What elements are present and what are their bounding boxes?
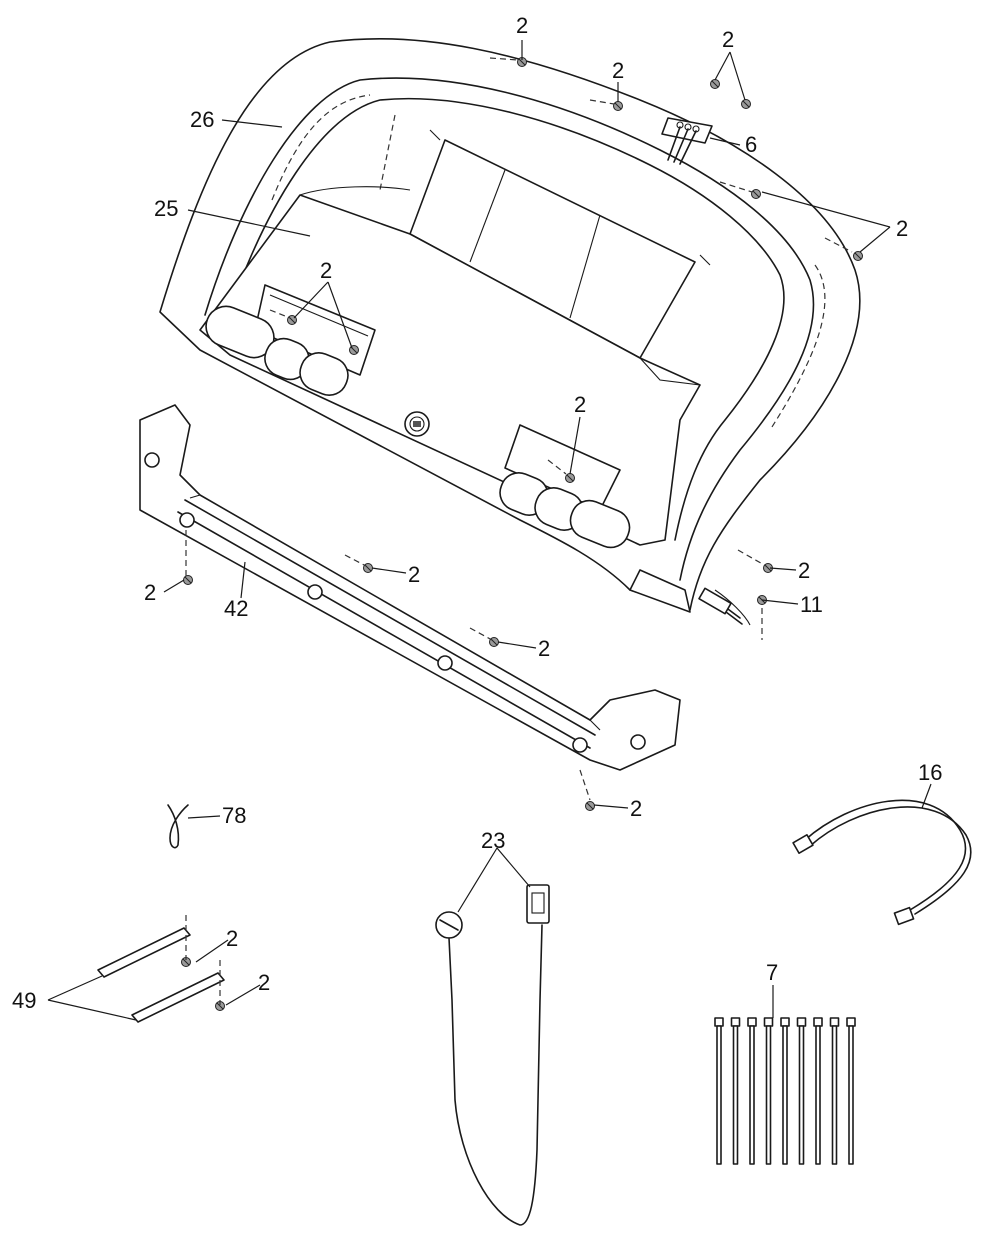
screw-icon (183, 575, 193, 585)
callout-11: 11 (800, 592, 823, 617)
callout-26: 26 (190, 107, 214, 132)
bottom-bracket (139, 404, 681, 771)
screw-icon (585, 801, 595, 811)
callout-2: 2 (320, 258, 332, 283)
rail-strips (97, 927, 225, 1023)
screw-icon (741, 99, 751, 109)
console-frame (159, 37, 861, 613)
callout-2: 2 (538, 636, 550, 661)
callout-2: 2 (144, 580, 156, 605)
cable-tie (846, 1017, 856, 1165)
callouts: 2 2 2 6 26 25 2 2 2 2 11 2 42 2 2 2 78 2… (12, 13, 942, 1013)
callout-16: 16 (918, 760, 942, 785)
callout-2: 2 (258, 970, 270, 995)
callout-2: 2 (226, 926, 238, 951)
screw-icon (349, 345, 359, 355)
left-grip (205, 305, 349, 396)
screw-icon (751, 189, 761, 199)
callout-2: 2 (630, 796, 642, 821)
screw-icon (517, 57, 527, 67)
callout-2: 2 (612, 58, 624, 83)
wire-loop (167, 804, 189, 849)
callout-2: 2 (896, 216, 908, 241)
callout-6: 6 (745, 132, 757, 157)
callout-78: 78 (222, 803, 246, 828)
screw-icon (565, 473, 575, 483)
cable-tie (780, 1017, 790, 1165)
safety-key (435, 884, 550, 1226)
callout-7: 7 (766, 960, 778, 985)
callout-2: 2 (722, 27, 734, 52)
screw-icon (613, 101, 623, 111)
callout-42: 42 (224, 596, 248, 621)
callout-2: 2 (408, 562, 420, 587)
cable-tie (829, 1017, 840, 1165)
callout-2: 2 (574, 392, 586, 417)
screw-icon (710, 79, 720, 89)
callout-49: 49 (12, 988, 36, 1013)
cable-tie (813, 1017, 823, 1165)
screw-icon (181, 957, 191, 967)
callout-2: 2 (516, 13, 528, 38)
cable-tie (763, 1017, 774, 1165)
callout-23: 23 (481, 828, 505, 853)
connector-board (661, 117, 713, 165)
screw-icon (853, 251, 863, 261)
cable-tie (730, 1017, 741, 1165)
right-grip (499, 472, 631, 549)
cable-tie (714, 1017, 724, 1165)
leader-lines (47, 40, 932, 1021)
cable-tie (796, 1017, 807, 1165)
callout-2: 2 (798, 558, 810, 583)
cable (792, 799, 972, 926)
cable-tie (747, 1017, 757, 1165)
key-icon (404, 411, 430, 437)
cable-ties (714, 1017, 856, 1165)
wire-harness (698, 587, 751, 626)
callout-25: 25 (154, 196, 178, 221)
